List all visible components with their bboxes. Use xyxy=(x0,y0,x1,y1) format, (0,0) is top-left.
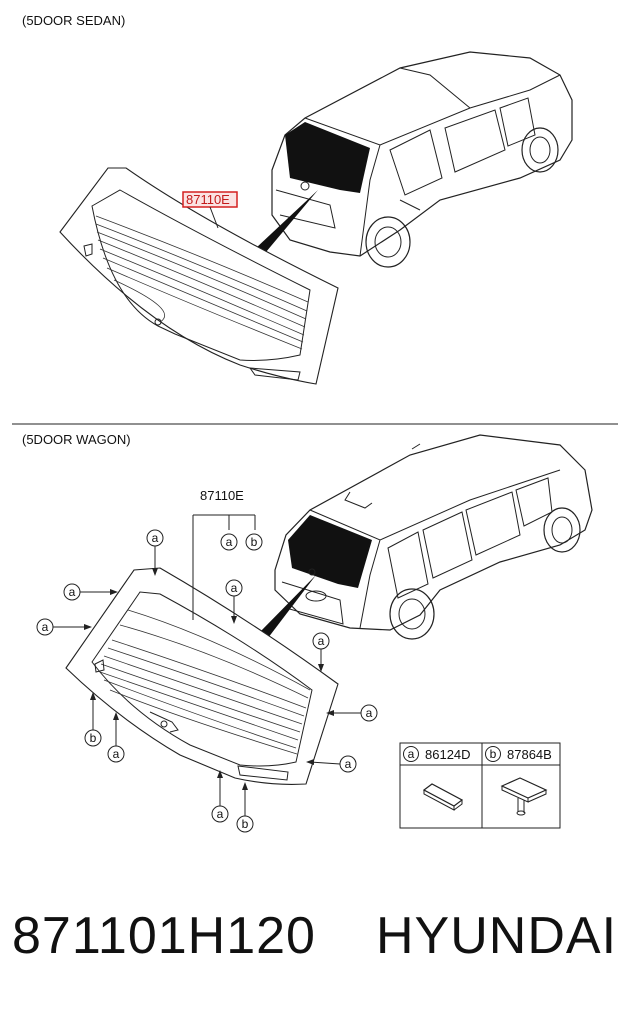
legend-marker-b xyxy=(485,746,501,762)
footer-bar: 871101H120 HYUNDAI xyxy=(0,900,633,980)
wagon-section-title: (5DOOR WAGON) xyxy=(22,432,131,447)
svg-text:a: a xyxy=(152,531,159,545)
sedan-pointer-arrow xyxy=(256,190,318,252)
wagon-callout-bracket xyxy=(192,514,256,620)
svg-text:a: a xyxy=(113,747,120,761)
wagon-part-callout: 87110E xyxy=(200,488,244,503)
tape-strip-icon xyxy=(422,783,464,811)
wagon-rear-glass xyxy=(65,567,339,785)
svg-text:b: b xyxy=(90,731,97,745)
svg-text:a: a xyxy=(217,807,224,821)
svg-text:b: b xyxy=(242,817,249,831)
svg-text:b: b xyxy=(251,535,258,549)
legend-part-b: 87864B xyxy=(507,747,552,762)
svg-text:a: a xyxy=(345,757,352,771)
svg-text:a: a xyxy=(318,634,325,648)
wagon-pointer-arrow xyxy=(258,575,316,638)
legend-marker-b-label: b xyxy=(490,747,497,761)
clip-holder-icon xyxy=(500,777,548,816)
wagon-car-illustration xyxy=(274,434,593,640)
sedan-section-title: (5DOOR SEDAN) xyxy=(22,13,125,28)
part-number-text: 871101H120 xyxy=(12,907,316,965)
parts-legend-box: a 86124D b 87864B xyxy=(399,742,561,829)
svg-text:a: a xyxy=(42,620,49,634)
sedan-part-callout: 87110E xyxy=(186,192,230,207)
legend-marker-a-label: a xyxy=(408,747,415,761)
wagon-markers: a b a a a a a a a b xyxy=(36,529,378,833)
svg-text:a: a xyxy=(231,581,238,595)
sedan-car-illustration xyxy=(271,51,573,268)
marker-b xyxy=(245,533,263,551)
svg-text:a: a xyxy=(226,535,233,549)
legend-part-a: 86124D xyxy=(425,747,471,762)
marker-a xyxy=(220,533,238,551)
svg-text:a: a xyxy=(69,585,76,599)
svg-text:a: a xyxy=(366,706,373,720)
brand-text: HYUNDAI xyxy=(376,907,618,965)
sedan-callout-leader xyxy=(209,206,219,229)
legend-marker-a xyxy=(403,746,419,762)
